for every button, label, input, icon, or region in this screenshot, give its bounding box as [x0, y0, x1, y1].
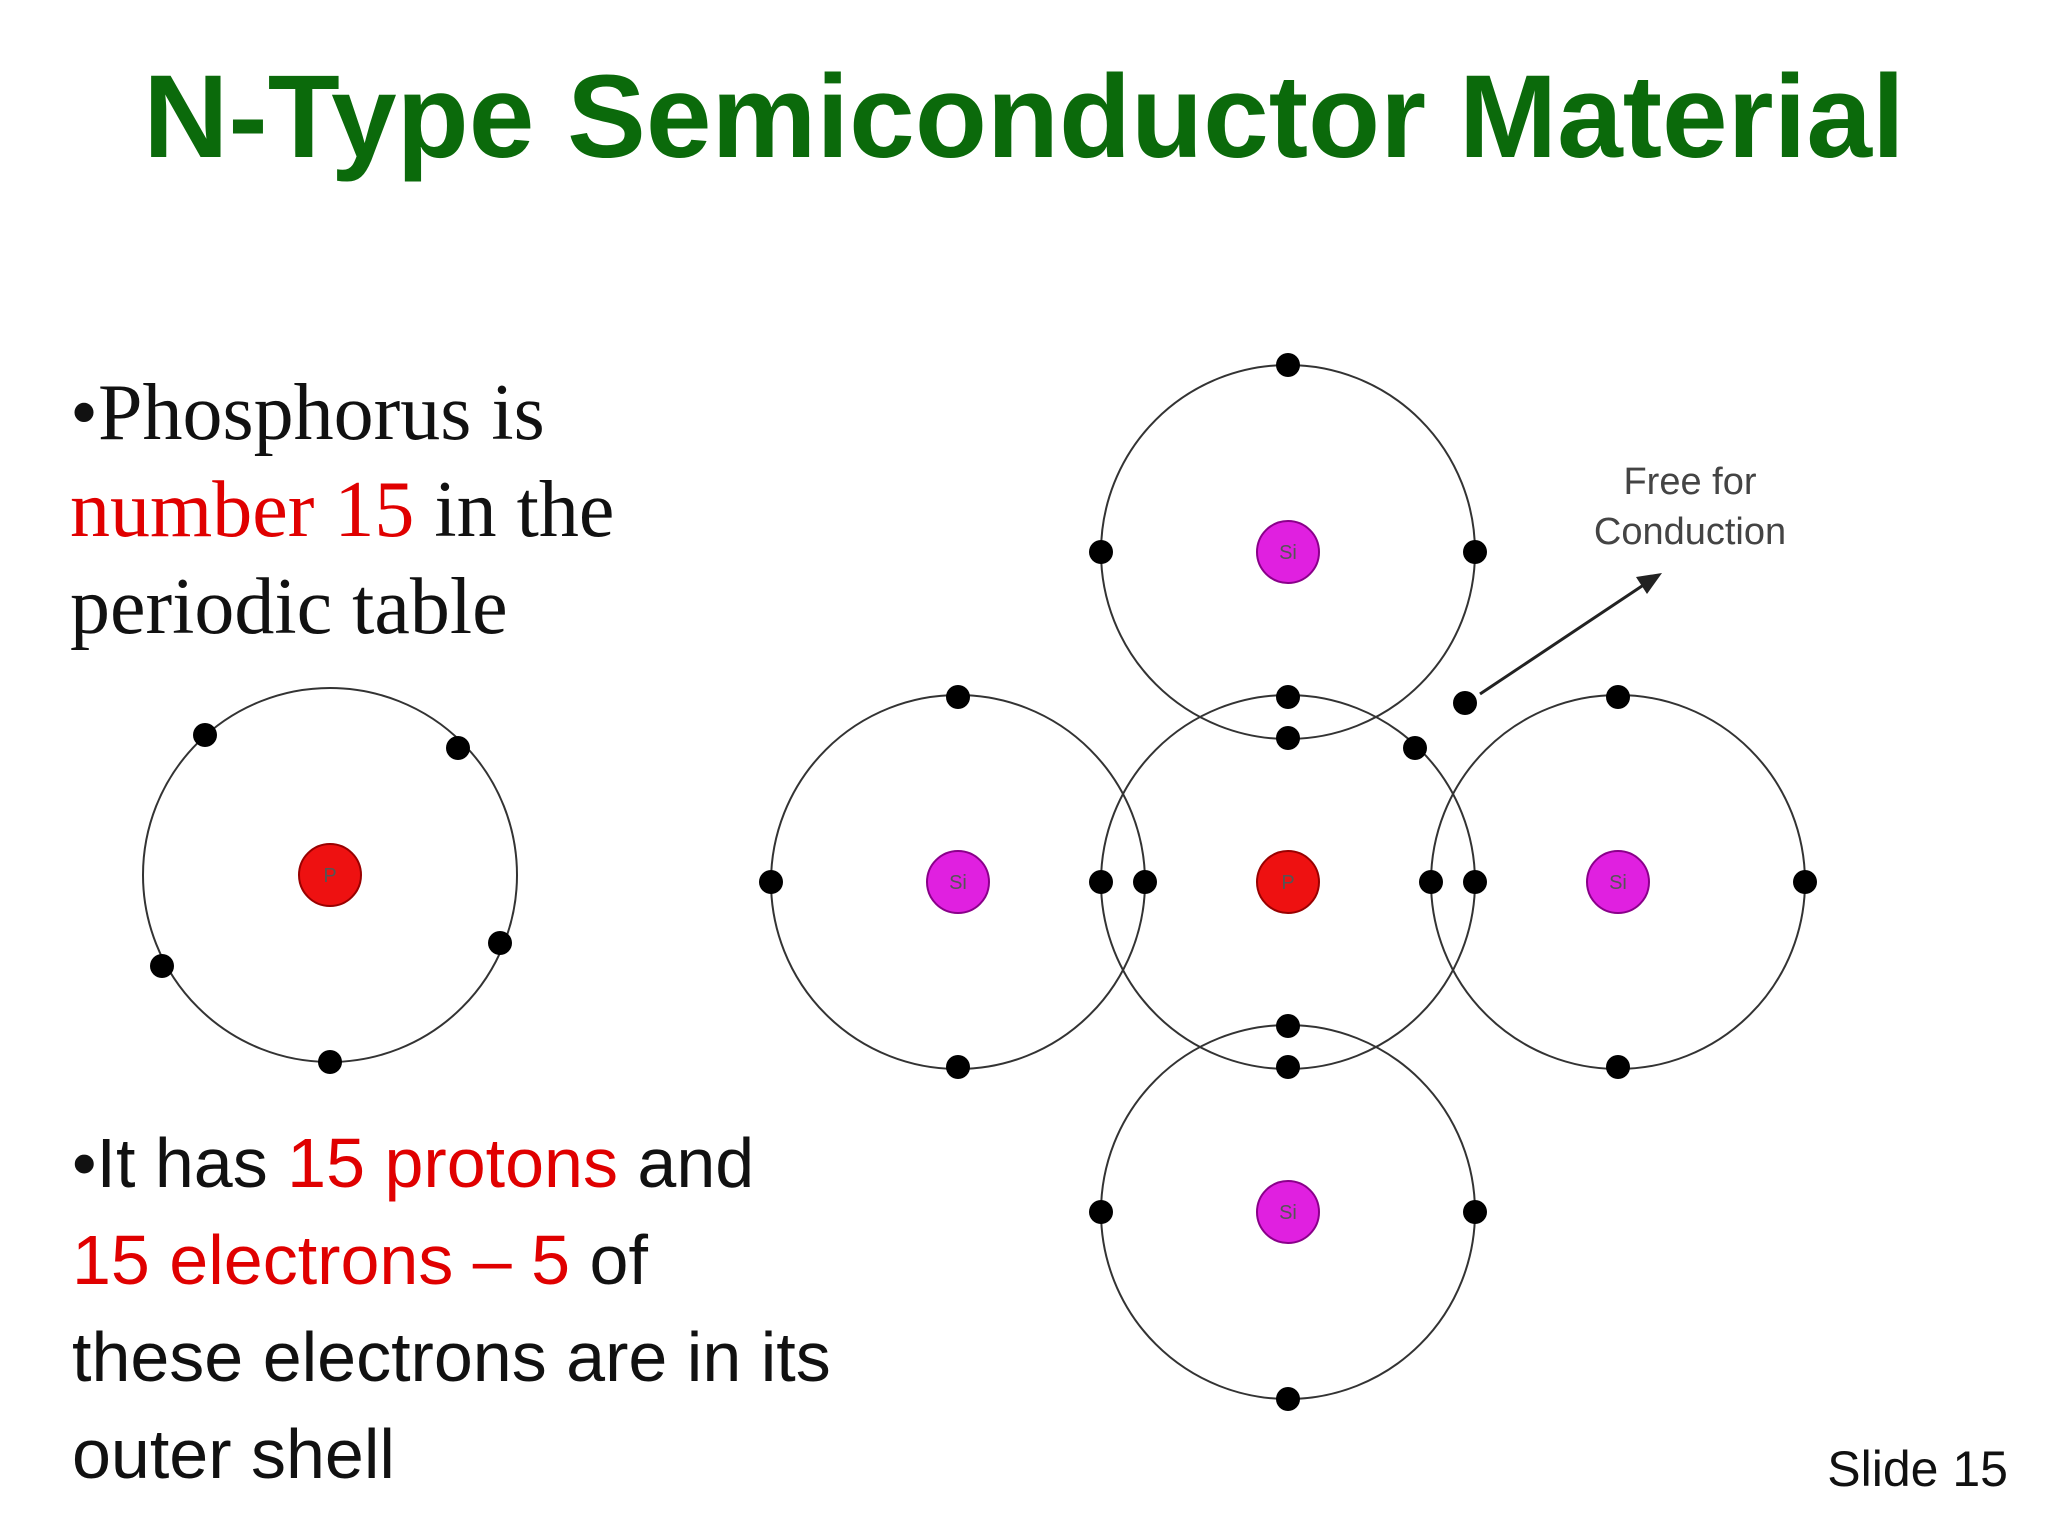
silicon-nucleus: [926, 850, 990, 914]
nucleus-label: Si: [1279, 542, 1297, 564]
bullet-text: It has: [96, 1124, 288, 1202]
electron: [1606, 1055, 1630, 1079]
nucleus-label: P: [1281, 872, 1294, 894]
electron: [150, 954, 174, 978]
electron: [1463, 870, 1487, 894]
free-conduction-label-line1: Free for: [1623, 461, 1756, 503]
silicon-atom-left: Si: [926, 850, 990, 914]
free-conduction-label-line2: Conduction: [1594, 511, 1786, 553]
electron: [488, 931, 512, 955]
phosphorus-atom-single: P: [142, 687, 518, 1074]
silicon-atom-right: Si: [1586, 850, 1650, 914]
electron: [946, 685, 970, 709]
highlight-electrons: 15 electrons – 5: [72, 1221, 571, 1299]
electron: [946, 1055, 970, 1079]
electron: [1463, 1200, 1487, 1224]
bullet-mark: •: [72, 1124, 97, 1202]
nucleus-label: P: [323, 865, 336, 887]
bullet-text: Phosphorus is: [98, 369, 545, 457]
free-conduction-arrow: [1479, 573, 1662, 696]
electron: [193, 723, 217, 747]
electron: [1276, 1387, 1300, 1411]
electron: [759, 870, 783, 894]
silicon-atom-bottom: Si: [1256, 1180, 1320, 1244]
phosphorus-atom-center: P: [1256, 850, 1320, 914]
bullet-protons-electrons: •It has 15 protons and 15 electrons – 5 …: [72, 1115, 832, 1503]
bullet-mark: •: [70, 369, 99, 457]
highlight-atomic-number: number 15: [70, 466, 415, 554]
silicon-nucleus: [1586, 850, 1650, 914]
electron: [1403, 736, 1427, 760]
slide-title: N-Type Semiconductor Material: [143, 51, 1905, 183]
free-electron: [1453, 691, 1477, 715]
bullet-text: of these electrons are in its outer shel…: [72, 1221, 831, 1493]
phosphorus-nucleus: [298, 843, 362, 907]
slide-number: Slide 15: [1827, 1441, 2008, 1497]
bullet-text: in the periodic table: [70, 466, 615, 651]
silicon-atom-top: Si: [1256, 520, 1320, 584]
electron: [1089, 1200, 1113, 1224]
electron: [1419, 870, 1443, 894]
electron: [1133, 870, 1157, 894]
electron: [1463, 540, 1487, 564]
electron: [1276, 726, 1300, 750]
lattice-electrons: [759, 353, 1817, 1411]
electron: [1606, 685, 1630, 709]
electron: [1793, 870, 1817, 894]
nucleus-label: Si: [949, 872, 967, 894]
bullet-phosphorus-number: •Phosphorus is number 15 in the periodic…: [70, 365, 690, 656]
electron: [446, 736, 470, 760]
silicon-nucleus: [1256, 520, 1320, 584]
nucleus-label: Si: [1279, 1202, 1297, 1224]
arrow-head: [1636, 573, 1662, 594]
electron: [1089, 870, 1113, 894]
electron: [1089, 540, 1113, 564]
electron: [1276, 353, 1300, 377]
electron: [1276, 685, 1300, 709]
nucleus-label: Si: [1609, 872, 1627, 894]
electron: [1276, 1055, 1300, 1079]
phosphorus-nucleus: [1256, 850, 1320, 914]
highlight-protons: 15 protons: [287, 1124, 618, 1202]
silicon-nucleus: [1256, 1180, 1320, 1244]
arrow-line: [1479, 582, 1646, 696]
electron: [318, 1050, 342, 1074]
electron: [1276, 1014, 1300, 1038]
bullet-text: and: [617, 1124, 755, 1202]
